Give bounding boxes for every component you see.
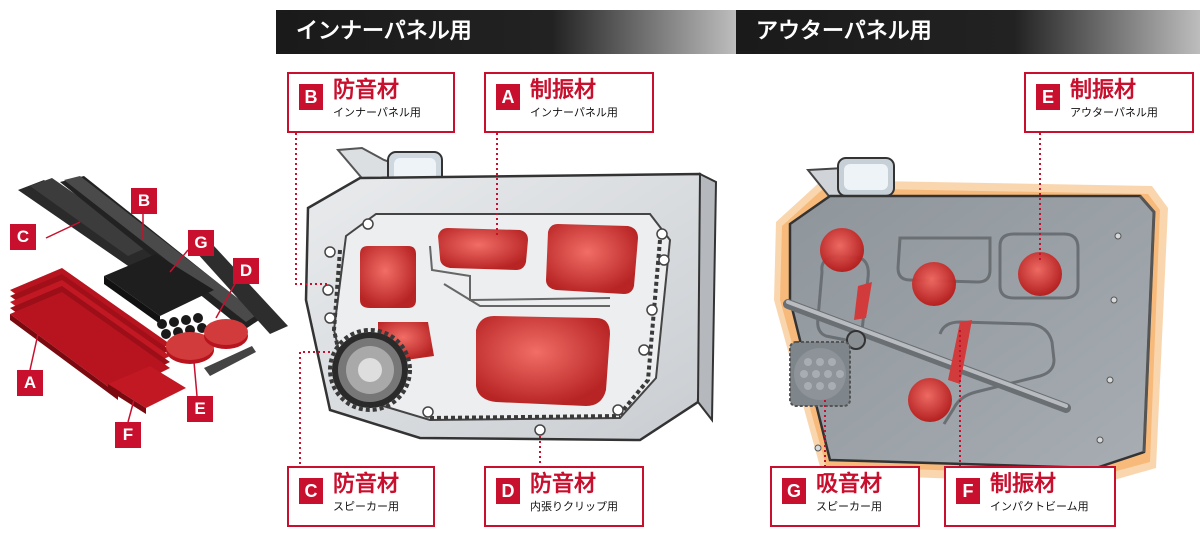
inner-door-illustration — [304, 146, 718, 442]
callout-d-sub: 内張りクリップ用 — [530, 500, 618, 513]
callout-e-sub: アウターパネル用 — [1070, 106, 1158, 119]
callout-b-title: 防音材 — [333, 78, 400, 103]
callout-b-badge: B — [299, 84, 323, 110]
kit-label-a-text: A — [23, 373, 37, 392]
callout-g-title: 吸音材 — [816, 472, 883, 497]
callout-a-badge: A — [496, 84, 520, 110]
kit-label-d: D — [233, 258, 259, 284]
callout-d: D 防音材 内張りクリップ用 — [484, 466, 644, 527]
kit-label-b: B — [131, 188, 157, 214]
callout-c: C 防音材 スピーカー用 — [287, 466, 435, 527]
kit-label-e: E — [187, 396, 213, 422]
kit-label-e-text: E — [194, 399, 206, 418]
kit-label-g-text: G — [194, 233, 208, 252]
callout-e-title: 制振材 — [1070, 78, 1137, 103]
callout-g-badge: G — [782, 478, 806, 504]
kit-label-g: G — [188, 230, 214, 256]
kit-label-f: F — [115, 422, 141, 448]
callout-d-badge: D — [496, 478, 520, 504]
callout-g-sub: スピーカー用 — [816, 500, 882, 513]
callout-d-title: 防音材 — [530, 472, 597, 497]
callout-e-badge: E — [1036, 84, 1060, 110]
kit-label-f-text: F — [122, 425, 134, 444]
callout-a-sub: インナーパネル用 — [530, 106, 618, 119]
kit-label-a: A — [17, 370, 43, 396]
callout-a-title: 制振材 — [530, 78, 597, 103]
outer-panel-header: アウターパネル用 — [736, 10, 1200, 54]
inner-panel-header-text: インナーパネル用 — [296, 19, 472, 44]
kit-label-d-text: D — [239, 261, 253, 280]
inner-panel-header: インナーパネル用 — [276, 10, 736, 54]
kit-label-c-text: C — [16, 227, 30, 246]
callout-f: F 制振材 インパクトビーム用 — [944, 466, 1116, 527]
callout-f-sub: インパクトビーム用 — [990, 500, 1089, 513]
callout-e: E 制振材 アウターパネル用 — [1024, 72, 1194, 133]
outer-panel-header-text: アウターパネル用 — [756, 19, 932, 44]
callout-c-badge: C — [299, 478, 323, 504]
kit-label-c: C — [10, 224, 36, 250]
callout-c-sub: スピーカー用 — [333, 500, 399, 513]
callout-f-title: 制振材 — [990, 472, 1057, 497]
callout-a: A 制振材 インナーパネル用 — [484, 72, 654, 133]
callout-g: G 吸音材 スピーカー用 — [770, 466, 920, 527]
callout-b-sub: インナーパネル用 — [333, 106, 421, 119]
outer-door-illustration — [774, 157, 1168, 484]
callout-c-title: 防音材 — [333, 472, 400, 497]
callout-f-badge: F — [956, 478, 980, 504]
kit-label-b-text: B — [137, 191, 151, 210]
callout-b: B 防音材 インナーパネル用 — [287, 72, 455, 133]
